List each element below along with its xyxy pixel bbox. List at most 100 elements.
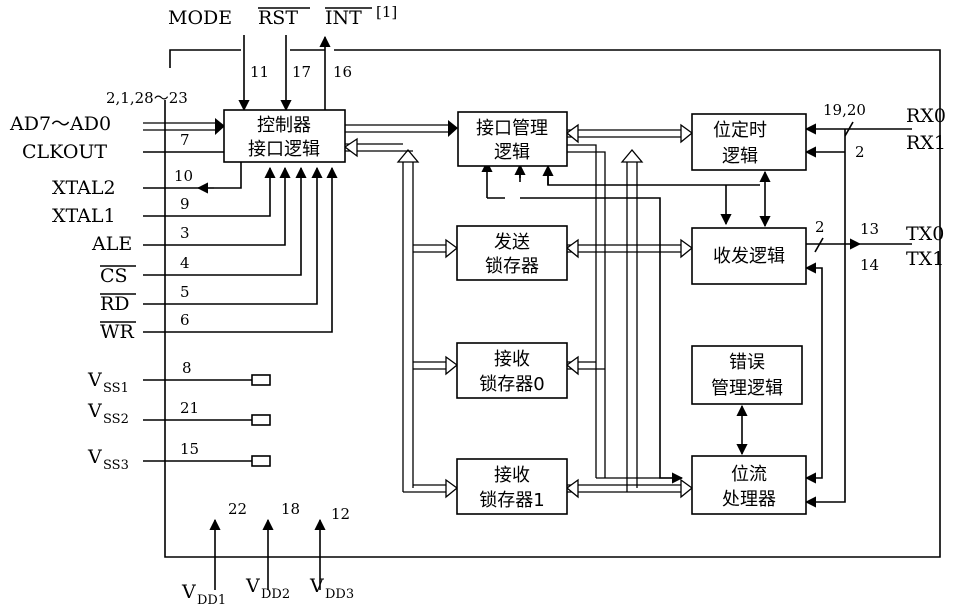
vdd3-label: V DD3 — [309, 575, 354, 602]
cs-label: CS — [100, 265, 128, 287]
vdd2-label: V DD2 — [245, 575, 290, 602]
block-rx-buffer-1: 接收 锁存器1 — [456, 458, 568, 515]
rx-slash — [844, 121, 854, 137]
block-tx-buffer: 发送 锁存器 — [456, 225, 568, 281]
svg-text:21: 21 — [180, 399, 199, 417]
pin-mode: 11 — [250, 63, 269, 81]
int-note: [1] — [376, 3, 397, 21]
chip-outline — [164, 49, 941, 558]
svg-text:DD1: DD1 — [197, 593, 226, 607]
internal-bus-v — [402, 160, 414, 492]
svg-text:发送: 发送 — [494, 232, 530, 253]
iface-down-bus — [567, 144, 606, 478]
svg-text:接收: 接收 — [494, 465, 530, 486]
svg-text:接口管理: 接口管理 — [476, 118, 548, 139]
rx0-arrow-l — [565, 355, 579, 376]
block-rx-buffer-0: 接收 锁存器0 — [456, 342, 568, 399]
rd-label: RD — [100, 293, 130, 315]
clkout-label: CLKOUT — [22, 141, 107, 163]
ctrl-iface-arrow — [448, 120, 458, 137]
tx-width: 2 — [815, 218, 825, 236]
txbuf-arrow-r — [680, 238, 694, 259]
iface-bittiming-bus — [567, 129, 682, 138]
bus-rx1-arrow — [445, 478, 459, 499]
header-pins: 2,1,28～23 — [106, 89, 188, 107]
bus-rx0-arrow — [445, 355, 459, 376]
pin-clkout: 7 — [180, 131, 190, 149]
svg-text:SS1: SS1 — [103, 381, 129, 396]
pin-wr: 6 — [180, 311, 190, 329]
pin-xtal1: 9 — [180, 195, 190, 213]
bus-rx1 — [403, 484, 446, 493]
rx1-arrow-r — [680, 478, 694, 499]
pin-int: 16 — [333, 63, 352, 81]
xtal2-label: XTAL2 — [52, 177, 116, 199]
ctrl-bus-arrow — [343, 137, 358, 158]
xtal1-line — [143, 166, 276, 217]
iface-ctrl3 — [547, 172, 760, 186]
svg-text:错误: 错误 — [729, 352, 765, 373]
wr-line — [143, 166, 338, 333]
block-transceiver: 收发逻辑 — [691, 227, 807, 285]
pin-rx: 19,20 — [823, 101, 866, 119]
pin-tx1: 14 — [860, 256, 879, 274]
svg-text:位流: 位流 — [731, 464, 767, 485]
svg-text:8: 8 — [182, 359, 192, 377]
pin-cs: 4 — [180, 254, 190, 272]
tx0-label: TX0 — [906, 223, 944, 245]
vss2: V SS2 21 — [87, 399, 271, 427]
pin-rd: 5 — [180, 283, 190, 301]
internal-bus-v2 — [626, 160, 638, 492]
svg-text:DD2: DD2 — [261, 587, 290, 602]
trx-bsp-line — [804, 262, 823, 484]
svg-text:收发逻辑: 收发逻辑 — [713, 246, 785, 267]
pin-rst: 17 — [292, 63, 311, 81]
svg-text:接口逻辑: 接口逻辑 — [248, 139, 320, 160]
ad-label: AD7～AD0 — [9, 113, 111, 135]
tx-slash — [814, 237, 824, 253]
vss3: V SS3 15 — [87, 440, 271, 473]
xtal2-wire — [214, 162, 242, 189]
mode-label: MODE — [168, 7, 232, 29]
ale-label: ALE — [91, 233, 132, 255]
rx1-label: RX1 — [906, 132, 946, 154]
svg-text:管理逻辑: 管理逻辑 — [711, 378, 783, 399]
svg-text:接收: 接收 — [494, 349, 530, 370]
svg-text:V: V — [309, 575, 324, 597]
ad-bus-arrow — [215, 118, 225, 135]
bus-txbuf — [413, 244, 446, 253]
rx1-arrow-l — [565, 478, 579, 499]
int-label: INT — [325, 7, 362, 29]
txbuf-transceiver — [567, 244, 682, 253]
svg-text:V: V — [181, 581, 196, 603]
svg-text:SS3: SS3 — [103, 458, 129, 473]
rx0-label: RX0 — [906, 105, 946, 127]
pin-vdd1: 22 — [228, 500, 247, 518]
rx-fb-width: 2 — [855, 143, 865, 161]
svg-text:V: V — [245, 575, 260, 597]
vdd1-label: V DD1 — [181, 581, 226, 607]
bus-rx0 — [413, 361, 446, 370]
block-interface-mgmt: 接口管理 逻辑 — [457, 111, 568, 167]
svg-text:锁存器: 锁存器 — [485, 256, 539, 277]
pin-tx0: 13 — [860, 220, 879, 238]
rst-label: RST — [258, 7, 298, 29]
cs-line — [143, 166, 307, 276]
pin-vdd3: 12 — [331, 505, 350, 523]
iface-bit-right — [680, 123, 694, 144]
rx-feedback — [804, 129, 846, 508]
block-error-mgmt: 错误 管理逻辑 — [691, 345, 803, 405]
bus2-up-arrow — [620, 148, 644, 163]
pin-ale: 3 — [180, 224, 190, 242]
ctrl-iface-bus — [345, 124, 448, 133]
iface-bit-left — [565, 123, 579, 144]
svg-text:逻辑: 逻辑 — [494, 142, 530, 163]
bus-up-arrow — [396, 148, 420, 163]
rd-line — [143, 166, 323, 305]
svg-text:锁存器0: 锁存器0 — [479, 374, 544, 395]
block-bitstream-processor: 位流 处理器 — [691, 455, 807, 515]
bus-txbuf-arrow — [445, 238, 459, 259]
rx1-bsp-bus — [567, 484, 682, 493]
ale-line — [143, 166, 291, 246]
pin-xtal2: 10 — [174, 167, 193, 185]
